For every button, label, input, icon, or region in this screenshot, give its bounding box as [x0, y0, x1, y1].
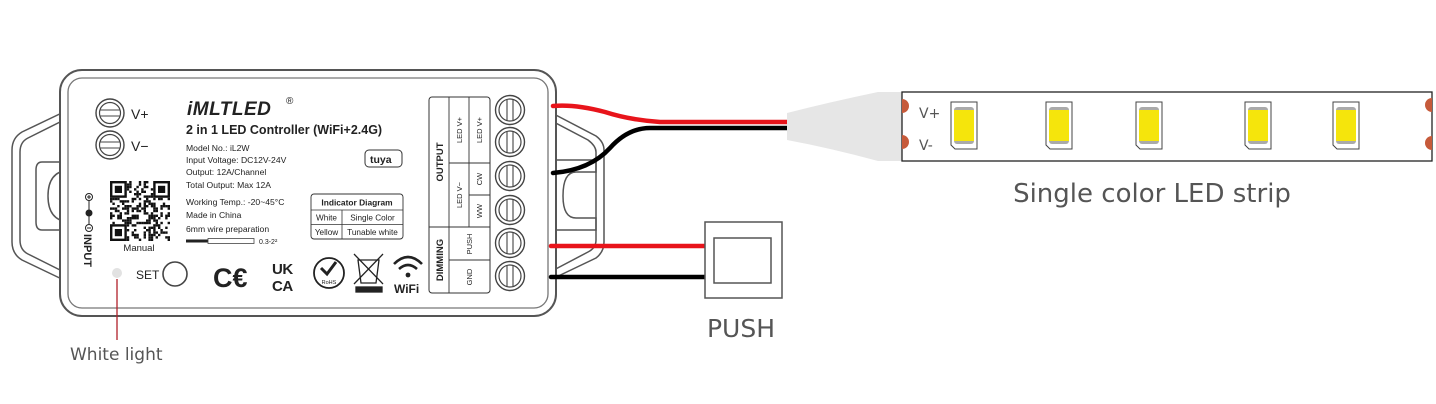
dimming-label: DIMMING	[435, 239, 446, 281]
pin-label-gnd: GND	[465, 268, 474, 285]
led-chip	[950, 101, 978, 150]
set-label: SET	[136, 268, 160, 282]
svg-text:UK: UK	[272, 261, 293, 278]
brand-name: iMLTLED	[187, 99, 271, 120]
wifi-label: WiFi	[394, 282, 419, 296]
input-polarity-icon	[85, 193, 93, 232]
brand-logo: iMLTLED ®	[187, 96, 294, 120]
pin-label-led-vplus: LED V+	[455, 116, 464, 143]
indicator-annotation: White light	[70, 345, 163, 365]
spec-list: Model No.: iL2W Input Voltage: DC12V-24V…	[186, 143, 287, 234]
terminal-screw	[494, 126, 526, 158]
terminal-label-panel: OUTPUT DIMMING LED V+ LED V+ LED V− CW W…	[428, 96, 491, 294]
certification-marks: C€ UK CA RoHS WiFi	[213, 253, 423, 296]
terminal-screw	[494, 194, 526, 226]
pin-label-ww: WW	[475, 203, 484, 218]
product-title: 2 in 1 LED Controller (WiFi+2.4G)	[186, 123, 382, 137]
wire-positive-strip	[550, 103, 793, 125]
solder-pad-vplus	[902, 99, 909, 113]
strip-vplus-label: V+	[919, 106, 940, 122]
brand-registered-mark: ®	[286, 96, 294, 107]
indicator-diagram-title: Indicator Diagram	[321, 198, 392, 208]
output-label: OUTPUT	[435, 142, 446, 181]
push-switch[interactable]	[704, 221, 783, 299]
terminal-screw	[494, 260, 526, 292]
pin-label-push: PUSH	[465, 234, 474, 255]
led-chip	[1332, 101, 1360, 150]
solder-pad-right	[1425, 98, 1432, 112]
wire-gauge: 0.3-2²	[259, 239, 278, 246]
terminal-screw-vplus	[95, 98, 125, 128]
pin-label-led-vplus: LED V+	[475, 116, 484, 143]
solder-pad-vminus	[902, 135, 909, 149]
terminal-screw	[494, 160, 526, 192]
rohs-mark-icon: RoHS	[313, 257, 345, 289]
led-chip	[1244, 101, 1272, 150]
solder-pad-right	[1425, 136, 1432, 150]
mounting-ear-left	[11, 109, 69, 283]
indicator-row-color: Yellow	[315, 228, 338, 237]
connector-sleeve	[787, 92, 902, 161]
input-label: INPUT	[81, 234, 93, 267]
spec-input-voltage: Input Voltage: DC12V-24V	[186, 155, 287, 165]
push-switch-annotation: PUSH	[707, 314, 775, 343]
pin-label-led-vminus: LED V−	[455, 181, 464, 208]
spec-working-temp: Working Temp.: -20~45°C	[186, 197, 284, 207]
ukca-mark-icon: UK CA	[272, 261, 294, 295]
terminal-screw-vminus	[95, 130, 125, 160]
spec-output: Output: 12A/Channel	[186, 167, 266, 177]
spec-total-output: Total Output: Max 12A	[186, 180, 271, 190]
led-chip	[1135, 101, 1163, 150]
qr-caption: Manual	[123, 243, 154, 254]
weee-bin-icon	[353, 253, 384, 293]
terminal-screw	[494, 227, 526, 259]
wifi-icon: WiFi	[393, 255, 423, 296]
mounting-ear-right	[549, 111, 605, 281]
led-strip-annotation: Single color LED strip	[1013, 179, 1291, 209]
set-button[interactable]	[162, 261, 188, 287]
output-wires	[548, 103, 793, 280]
tuya-label: tuya	[370, 154, 392, 166]
input-terminals: V+ V−	[95, 98, 149, 160]
spec-wire-prep: 6mm wire preparation	[186, 224, 269, 234]
ce-mark-icon: C€	[213, 263, 248, 293]
led-strip: V+ V-	[901, 91, 1433, 162]
pin-label-cw: CW	[475, 172, 484, 185]
indicator-row-color: White	[316, 214, 337, 223]
spec-model: Model No.: iL2W	[186, 143, 250, 153]
qr-code[interactable]	[110, 181, 170, 241]
input-terminal-label-vminus: V−	[131, 138, 149, 154]
svg-text:RoHS: RoHS	[322, 280, 337, 286]
terminal-screw	[494, 94, 526, 126]
spec-origin: Made in China	[186, 210, 242, 220]
indicator-row-mode: Tunable white	[347, 228, 398, 237]
indicator-row-mode: Single Color	[350, 214, 395, 223]
strip-vminus-label: V-	[919, 138, 933, 154]
tuya-badge: tuya	[364, 149, 403, 168]
svg-text:CA: CA	[272, 278, 293, 295]
input-terminal-label-vplus: V+	[131, 106, 149, 122]
wire-negative-strip	[550, 125, 793, 176]
output-terminal-screws	[494, 94, 526, 292]
indicator-diagram-table: Indicator Diagram White Single Color Yel…	[310, 193, 404, 240]
white-light-indicator	[112, 268, 122, 278]
wire-strip-icon: 0.3-2²	[186, 238, 278, 246]
led-chip	[1045, 101, 1073, 150]
